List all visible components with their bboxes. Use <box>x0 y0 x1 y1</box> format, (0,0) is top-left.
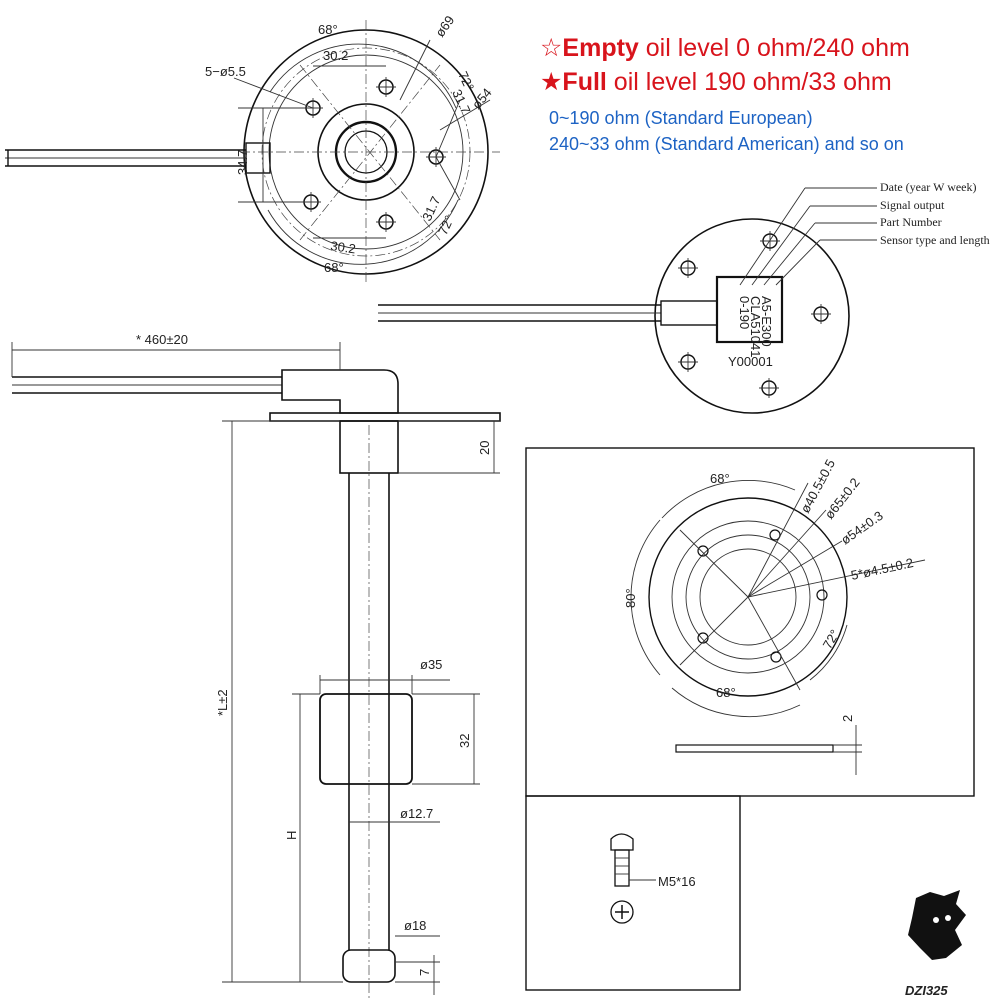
height-h-label: H <box>284 831 299 840</box>
label-hole <box>678 352 698 372</box>
callout-sensor: Sensor type and length <box>880 233 990 247</box>
flange-angle-68-top: 68° <box>710 471 730 486</box>
flange-hole <box>816 589 828 601</box>
angle-68-bottom: 68° <box>324 260 344 275</box>
screw-box <box>525 795 741 991</box>
screw-view: M5*16 <box>525 795 741 991</box>
flange-angle-72: 72° <box>820 627 843 652</box>
screw-head <box>610 833 634 851</box>
upper-boss <box>339 420 399 474</box>
side-view: * 460±20 20 *L±2 ø35 32 H ø12.7 ø18 7 <box>11 332 501 1000</box>
mount-hole <box>376 212 396 232</box>
dim-30-2-bottom: 30.2 <box>330 238 357 256</box>
watermark-logo: DZI325 <box>905 890 966 998</box>
end-height-label: 7 <box>417 969 432 976</box>
dim-20: 20 <box>477 441 492 455</box>
empty-spec-line: ☆Empty oil level 0 ohm/240 ohm <box>540 34 910 62</box>
label-line-2: CLA51041 <box>748 296 763 357</box>
flange-hole <box>697 545 709 557</box>
callout-part: Part Number <box>880 215 942 229</box>
watermark-text: DZI325 <box>905 983 948 998</box>
dim-30-2-top: 30.2 <box>323 48 348 63</box>
length-l-label: *L±2 <box>215 689 230 716</box>
rod-dia-label: ø12.7 <box>400 806 433 821</box>
european-standard-line: 0~190 ohm (Standard European) <box>549 108 813 128</box>
screw-shank <box>614 849 630 887</box>
flange-box <box>525 447 975 797</box>
cable-length-label: * 460±20 <box>136 332 188 347</box>
flange-circle-40 <box>699 548 797 646</box>
flange-hole <box>770 651 782 663</box>
flange-hole <box>769 529 781 541</box>
label-line-1: A5-E300 <box>759 296 774 347</box>
dia-54-3-label: ø54±0.3 <box>838 508 886 548</box>
callout-date: Date (year W week) <box>880 180 977 194</box>
label-hole <box>678 258 698 278</box>
cable-elbow <box>281 369 399 414</box>
callout-signal: Signal output <box>880 198 945 212</box>
label-hole <box>759 378 779 398</box>
top-cable <box>5 142 271 174</box>
mount-hole <box>376 77 396 97</box>
flange-circle-54 <box>685 534 811 660</box>
thickness-label: 2 <box>840 715 855 722</box>
flange-plate <box>269 412 501 422</box>
end-cap <box>342 949 396 983</box>
flange-outer <box>648 497 848 697</box>
angle-68-top: 68° <box>318 22 338 37</box>
label-flange-circle <box>654 218 850 414</box>
label-line-3: 0-190 <box>737 296 752 329</box>
serial-number: Y00001 <box>728 354 773 369</box>
flange-circle-65 <box>671 520 825 674</box>
holes-4-5-label: 5*ø4.5±0.2 <box>850 555 915 583</box>
label-hole <box>811 304 831 324</box>
american-standard-line: 240~33 ohm (Standard American) and so on <box>549 134 904 154</box>
spec-block: ☆Empty oil level 0 ohm/240 ohm ★Full oil… <box>540 34 910 154</box>
flange-view: 68° ø40.5±0.5 ø65±0.2 ø54±0.3 5*ø4.5±0.2… <box>525 447 975 797</box>
end-dia-label: ø18 <box>404 918 426 933</box>
full-spec-line: ★Full oil level 190 ohm/33 ohm <box>540 68 892 96</box>
wolf-silhouette <box>908 890 966 960</box>
flange-angle-68-bottom: 68° <box>716 685 736 700</box>
dim-34-7: 34.7 <box>235 150 250 175</box>
float <box>319 693 413 785</box>
flange-angle-80: 80° <box>623 588 638 608</box>
float-dia-label: ø35 <box>420 657 442 672</box>
label-view: A5-E300 CLA51041 0-190 Y00001 Date (year… <box>378 180 990 414</box>
screw-head-top <box>610 900 634 924</box>
dia-69-label: ø69 <box>432 13 457 40</box>
top-view: 68° ø69 5−ø5.5 30.2 72° 31.7 ø54 34.7 31… <box>5 13 500 285</box>
holes-5-5-label: 5−ø5.5 <box>205 64 246 79</box>
screw-size-label: M5*16 <box>658 874 696 889</box>
label-cable <box>378 300 718 326</box>
float-height-label: 32 <box>457 734 472 748</box>
flange-edge-view <box>675 744 834 753</box>
flange-hole <box>697 632 709 644</box>
